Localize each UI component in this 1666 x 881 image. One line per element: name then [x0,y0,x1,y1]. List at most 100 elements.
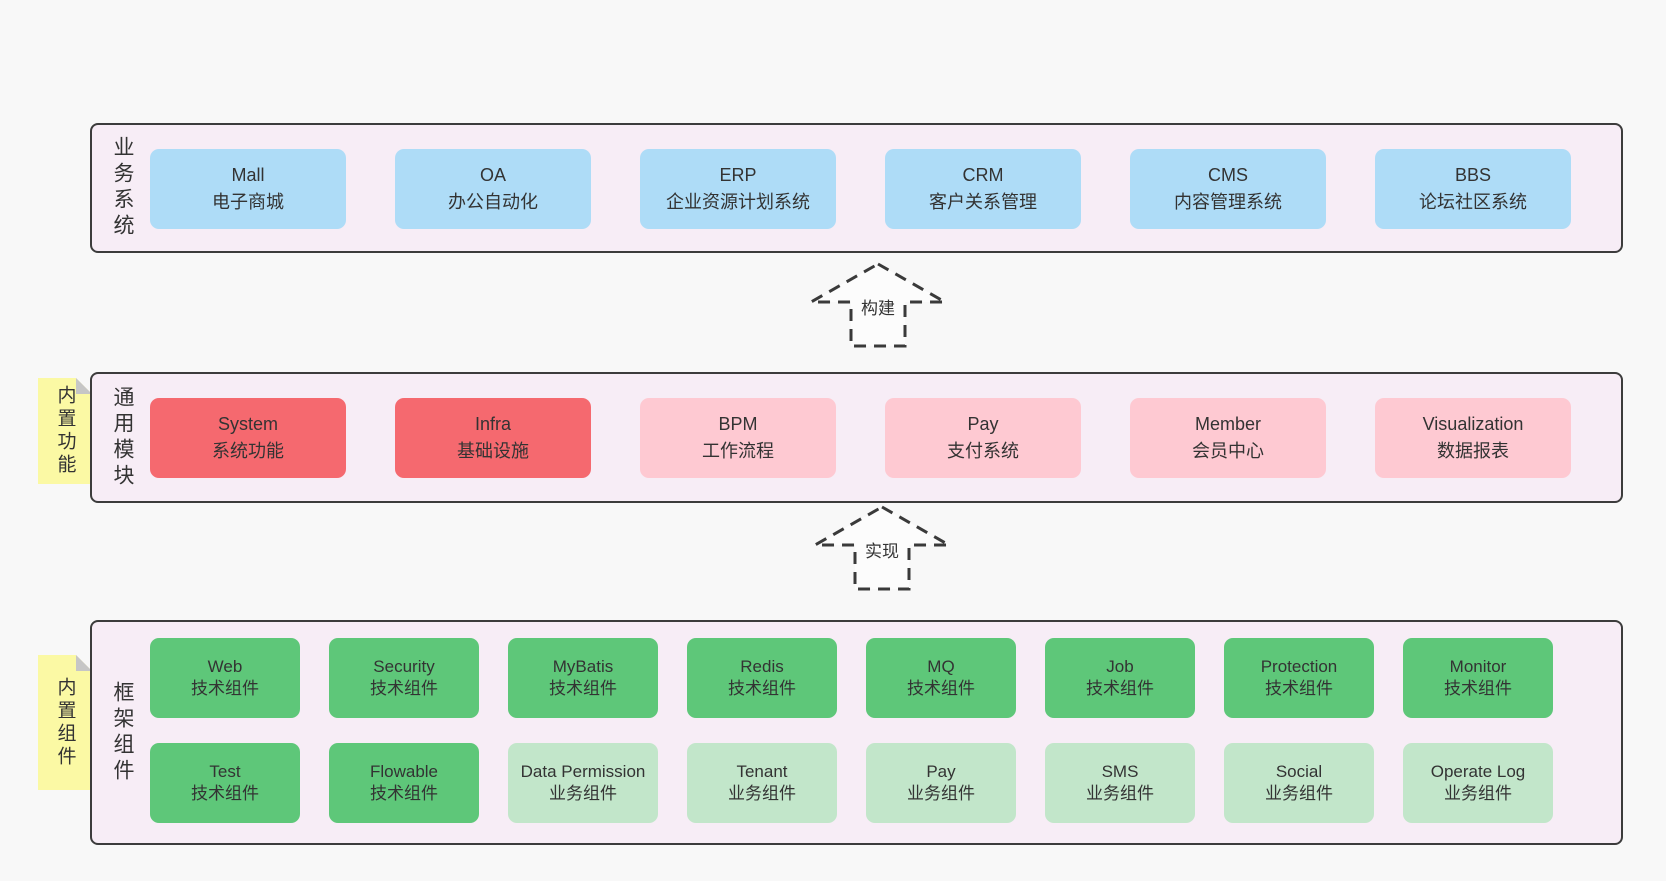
box-subtitle: 技术组件 [370,784,438,803]
box-monitor: Monitor 技术组件 [1403,638,1553,718]
box-subtitle: 技术组件 [1444,679,1512,698]
box-mq: MQ 技术组件 [866,638,1016,718]
box-title: Mall [231,165,265,185]
box-member: Member 会员中心 [1130,398,1326,478]
box-subtitle: 支付系统 [947,441,1019,461]
implement-arrow: 实现 [812,504,952,592]
panel-framework-components: 框架组件 Web 技术组件 Security 技术组件 MyBatis 技术组件… [90,620,1623,845]
box-sms: SMS 业务组件 [1045,743,1195,823]
box-subtitle: 技术组件 [549,679,617,698]
box-pay-business: Pay 业务组件 [866,743,1016,823]
box-operate-log: Operate Log 业务组件 [1403,743,1553,823]
box-subtitle: 办公自动化 [448,192,538,212]
build-arrow-label: 构建 [858,297,898,321]
box-title: Tenant [736,761,788,781]
box-flowable: Flowable 技术组件 [329,743,479,823]
box-security: Security 技术组件 [329,638,479,718]
box-title: Member [1194,414,1261,434]
box-title: Web [207,656,243,676]
box-title: SMS [1101,761,1139,781]
box-cms: CMS 内容管理系统 [1130,149,1326,229]
box-title: Test [209,761,241,781]
box-bbs: BBS 论坛社区系统 [1375,149,1571,229]
box-data-permission: Data Permission 业务组件 [508,743,658,823]
box-subtitle: 技术组件 [370,679,438,698]
section-label-components: 框架组件 [111,680,134,785]
box-title: Redis [740,656,784,676]
sticky-note-label: 内置功能 [54,385,76,477]
box-subtitle: 技术组件 [728,679,796,698]
box-subtitle: 会员中心 [1192,441,1264,461]
section-label-business: 业务系统 [111,136,134,240]
box-subtitle: 技术组件 [1265,679,1333,698]
box-title: Pay [926,761,956,781]
box-subtitle: 内容管理系统 [1174,192,1282,212]
box-subtitle: 工作流程 [702,441,774,461]
box-title: Monitor [1449,656,1507,676]
box-subtitle: 业务组件 [1444,784,1512,803]
box-title: CMS [1208,165,1248,185]
box-title: BBS [1454,165,1492,185]
components-box-row-2: Test 技术组件 Flowable 技术组件 Data Permission … [150,743,1553,823]
section-label-modules: 通用模块 [111,385,134,490]
box-title: Social [1275,761,1323,781]
box-oa: OA 办公自动化 [395,149,591,229]
box-subtitle: 业务组件 [728,784,796,803]
box-subtitle: 系统功能 [212,441,284,461]
box-mall: Mall 电子商城 [150,149,346,229]
box-pay: Pay 支付系统 [885,398,1081,478]
box-subtitle: 企业资源计划系统 [666,192,810,212]
box-subtitle: 技术组件 [191,679,259,698]
panel-business-systems: 业务系统 Mall 电子商城 OA 办公自动化 ERP 企业资源计划系统 CRM… [90,123,1623,253]
box-title: ERP [719,165,757,185]
sticky-note-built-in-features: 内置功能 [38,378,92,484]
panel-common-modules: 通用模块 System 系统功能 Infra 基础设施 BPM 工作流程 Pay… [90,372,1623,503]
box-job: Job 技术组件 [1045,638,1195,718]
box-protection: Protection 技术组件 [1224,638,1374,718]
box-subtitle: 数据报表 [1437,441,1509,461]
box-title: OA [479,165,506,185]
box-social: Social 业务组件 [1224,743,1374,823]
box-bpm: BPM 工作流程 [640,398,836,478]
box-web: Web 技术组件 [150,638,300,718]
box-title: MQ [927,656,955,676]
box-title: Security [373,656,435,676]
box-crm: CRM 客户关系管理 [885,149,1081,229]
box-title: Data Permission [520,761,646,781]
box-title: Infra [474,414,512,434]
box-subtitle: 论坛社区系统 [1419,192,1527,212]
business-box-row: Mall 电子商城 OA 办公自动化 ERP 企业资源计划系统 CRM 客户关系… [150,149,1571,229]
box-title: BPM [718,414,758,434]
box-title: Visualization [1422,414,1524,434]
box-test: Test 技术组件 [150,743,300,823]
box-system: System 系统功能 [150,398,346,478]
box-subtitle: 客户关系管理 [929,192,1037,212]
components-box-row-1: Web 技术组件 Security 技术组件 MyBatis 技术组件 Redi… [150,638,1553,718]
box-subtitle: 基础设施 [457,441,529,461]
box-tenant: Tenant 业务组件 [687,743,837,823]
box-redis: Redis 技术组件 [687,638,837,718]
box-infra: Infra 基础设施 [395,398,591,478]
box-title: Job [1106,656,1134,676]
sticky-note-label: 内置组件 [54,676,76,769]
implement-arrow-label: 实现 [862,540,902,564]
box-subtitle: 业务组件 [1265,784,1333,803]
box-erp: ERP 企业资源计划系统 [640,149,836,229]
box-mybatis: MyBatis 技术组件 [508,638,658,718]
build-arrow: 构建 [808,261,948,349]
box-title: System [217,414,278,434]
box-title: CRM [962,165,1004,185]
box-visualization: Visualization 数据报表 [1375,398,1571,478]
box-subtitle: 技术组件 [191,784,259,803]
box-subtitle: 电子商城 [212,192,284,212]
box-title: Operate Log [1430,761,1526,781]
box-subtitle: 技术组件 [907,679,975,698]
box-title: Protection [1260,656,1338,676]
box-title: Pay [967,414,999,434]
box-subtitle: 技术组件 [1086,679,1154,698]
box-subtitle: 业务组件 [907,784,975,803]
box-subtitle: 业务组件 [549,784,617,803]
box-subtitle: 业务组件 [1086,784,1154,803]
modules-box-row: System 系统功能 Infra 基础设施 BPM 工作流程 Pay 支付系统… [150,398,1571,478]
